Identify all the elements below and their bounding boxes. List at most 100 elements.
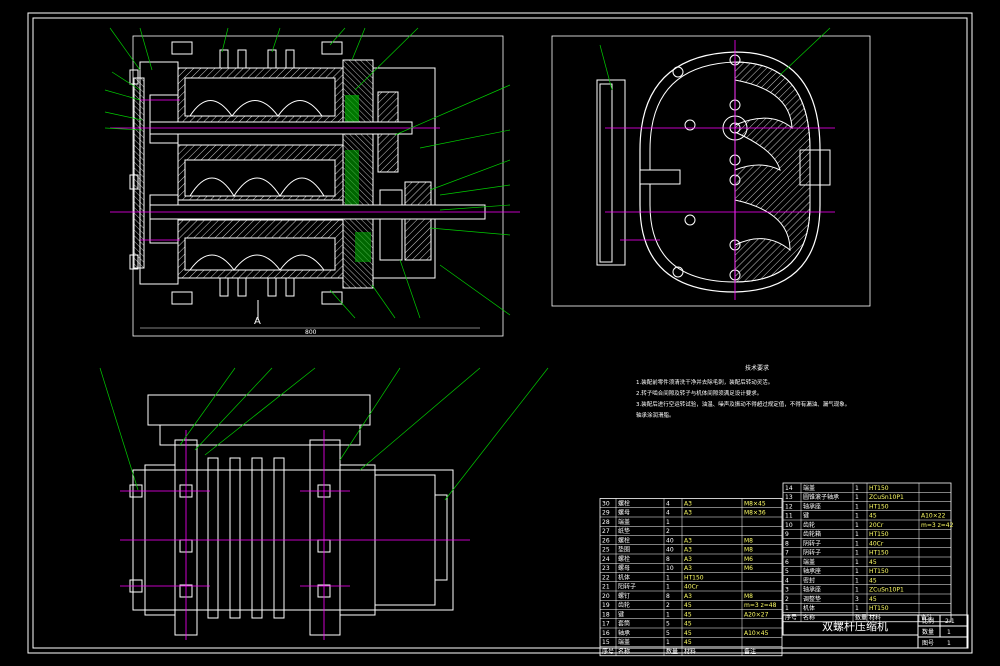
bom-cell: 1 bbox=[855, 587, 859, 594]
bom-cell: 11 bbox=[785, 513, 793, 520]
bom-cell: 1 bbox=[666, 611, 670, 618]
bom-cell: 齿轮箱 bbox=[803, 530, 821, 538]
bom-footer-cell: 序号 bbox=[785, 613, 797, 621]
bom-cell: 1 bbox=[855, 503, 859, 510]
bom-cell: 45 bbox=[869, 596, 877, 603]
bom-cell: 机体 bbox=[618, 573, 630, 581]
bom-cell: 18 bbox=[602, 611, 610, 618]
bom-cell: 圆锥滚子轴承 bbox=[803, 493, 839, 501]
bom-cell: HT150 bbox=[869, 605, 889, 612]
qty-label: 数量 bbox=[922, 628, 934, 636]
bom-cell: 轴承 bbox=[618, 629, 630, 637]
bom-cell: 齿轮 bbox=[618, 601, 630, 609]
bom-cell: 阳转子 bbox=[618, 583, 636, 591]
bom-cell: 螺母 bbox=[618, 509, 630, 517]
bom-footer-cell: 名称 bbox=[803, 613, 815, 621]
bom-cell: 螺母 bbox=[618, 564, 630, 572]
bom-cell: 20Cr bbox=[869, 522, 884, 529]
bom-cell: 3 bbox=[785, 587, 789, 594]
bom-cell: 1 bbox=[785, 605, 789, 612]
bom-cell: 1 bbox=[855, 522, 859, 529]
scale-label: 比例 bbox=[922, 617, 934, 625]
bom-cell: 端盖 bbox=[618, 518, 630, 526]
bom-cell: HT150 bbox=[869, 485, 889, 492]
bom-cell: 21 bbox=[602, 584, 610, 591]
bom-cell: 27 bbox=[602, 528, 610, 535]
bom-cell: 45 bbox=[684, 611, 692, 618]
bom-cell: 9 bbox=[785, 531, 789, 538]
drawing-title: 双螺杆压缩机 bbox=[822, 619, 888, 633]
bom-footer-cell: 数量 bbox=[855, 613, 867, 621]
title-block: 双螺杆压缩机 比例 2:1 数量 1 图号 1 bbox=[782, 614, 969, 649]
bom-cell: 4 bbox=[666, 510, 670, 517]
bom-cell: A3 bbox=[684, 510, 692, 517]
bom-cell: A10×45 bbox=[744, 630, 769, 637]
bom-cell: 轴承座 bbox=[803, 502, 821, 510]
qty-value: 1 bbox=[947, 629, 951, 636]
bom-cell: 1 bbox=[666, 574, 670, 581]
bom-cell: ZCuSn10P1 bbox=[869, 587, 904, 594]
scale-value: 2:1 bbox=[945, 618, 955, 625]
bom-cell: 1 bbox=[855, 577, 859, 584]
bom-cell: A3 bbox=[684, 500, 692, 507]
bom-cell: 4 bbox=[785, 577, 789, 584]
notes-heading: 技术要求 bbox=[745, 364, 769, 372]
bom-cell: 1 bbox=[666, 639, 670, 646]
bom-cell: 阴转子 bbox=[803, 549, 821, 557]
bom-cell: 8 bbox=[785, 540, 789, 547]
bom-cell: 2 bbox=[666, 528, 670, 535]
bom-cell: 45 bbox=[684, 639, 692, 646]
bom-cell: 10 bbox=[666, 565, 674, 572]
bom-cell: 1 bbox=[855, 540, 859, 547]
bom-cell: 调整垫 bbox=[803, 595, 821, 603]
bom-cell: 45 bbox=[684, 630, 692, 637]
bom-footer-cell: 数量 bbox=[666, 647, 678, 655]
bom-cell: 螺钉 bbox=[618, 592, 630, 600]
bom-cell: M8×45 bbox=[744, 500, 766, 507]
bom-cell: A3 bbox=[684, 565, 692, 572]
bom-cell: 40Cr bbox=[869, 540, 884, 547]
bom-cell: 16 bbox=[602, 630, 610, 637]
bom-cell: 1 bbox=[855, 531, 859, 538]
bom-cell: 1 bbox=[855, 550, 859, 557]
top-view bbox=[99, 367, 549, 640]
bom-cell: 19 bbox=[602, 602, 610, 609]
bom-cell: 20 bbox=[602, 593, 610, 600]
bom-cell: 5 bbox=[785, 568, 789, 575]
bom-cell: 机体 bbox=[803, 604, 815, 612]
sheet-inner-border bbox=[32, 17, 968, 649]
bom-cell: 25 bbox=[602, 547, 610, 554]
bom-cell: m=3 z=48 bbox=[744, 602, 777, 609]
bom-cell: 1 bbox=[855, 559, 859, 566]
bom-cell: HT150 bbox=[869, 531, 889, 538]
bom-cell: 17 bbox=[602, 621, 610, 628]
bom-cell: 45 bbox=[869, 577, 877, 584]
bom-cell: 8 bbox=[666, 556, 670, 563]
technical-notes: 技术要求 1.装配前零件须清洗干净并去除毛刺，装配后转动灵活。 2.转子啮合间隙… bbox=[636, 364, 850, 419]
bom-cell: 40 bbox=[666, 537, 674, 544]
bom-cell: 阴转子 bbox=[803, 539, 821, 547]
bom-cell: HT150 bbox=[869, 503, 889, 510]
sheet-outer-border bbox=[27, 12, 973, 654]
bom-cell: M8 bbox=[744, 537, 753, 544]
bom-cell: 垫圈 bbox=[618, 546, 630, 554]
bom-cell: 45 bbox=[869, 559, 877, 566]
note-line-2: 2.转子啮合间隙及转子与机体间隙须满足设计要求。 bbox=[636, 389, 762, 397]
bom-cell: 30 bbox=[602, 500, 610, 507]
bom-cell: M6 bbox=[744, 565, 753, 572]
bom-cell: M8 bbox=[744, 547, 753, 554]
bom-cell: 1 bbox=[855, 485, 859, 492]
bom-cell: 7 bbox=[785, 550, 789, 557]
bom-footer-cell: 材料 bbox=[869, 613, 881, 621]
bom-cell: 螺栓 bbox=[618, 536, 630, 544]
bom-cell: 8 bbox=[666, 593, 670, 600]
sheet-label: 图号 bbox=[922, 640, 934, 647]
bom-cell: ZCuSn10P1 bbox=[869, 494, 904, 501]
bom-cell: HT150 bbox=[869, 550, 889, 557]
bom-cell: 45 bbox=[684, 602, 692, 609]
bom-cell: A3 bbox=[684, 593, 692, 600]
bom-cell: M8 bbox=[744, 593, 753, 600]
bom-cell: 键 bbox=[618, 610, 624, 618]
bom-cell: 15 bbox=[602, 639, 610, 646]
